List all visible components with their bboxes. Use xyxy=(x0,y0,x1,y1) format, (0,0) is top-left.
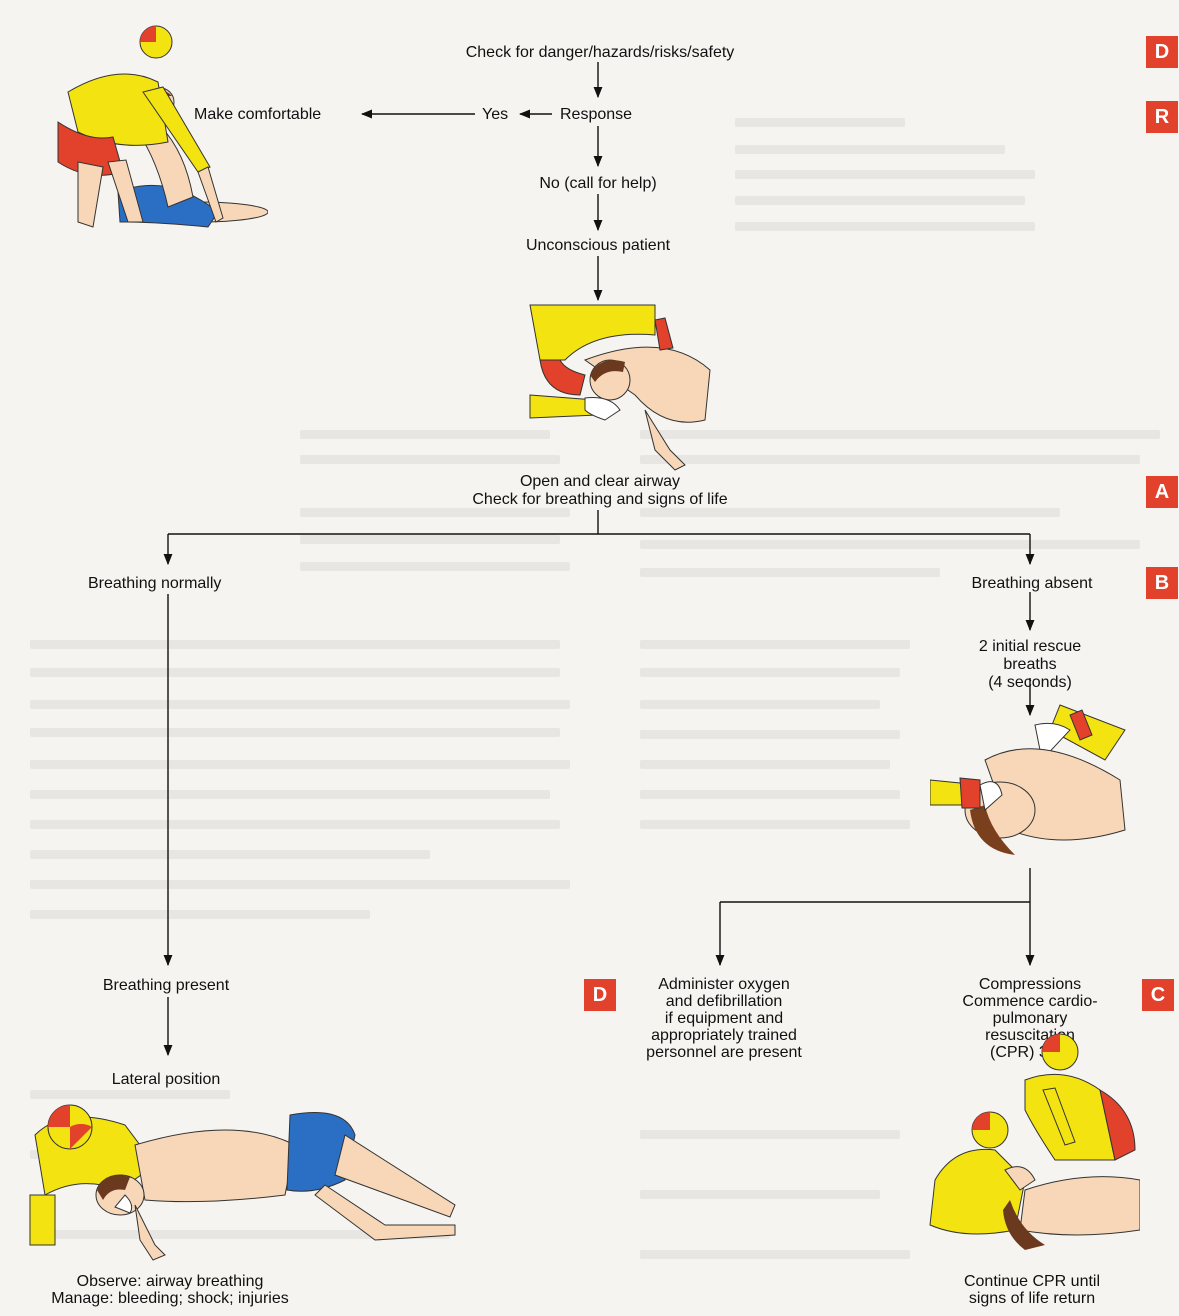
observe-manage-label: Observe: airway breathing Manage: bleedi… xyxy=(51,1273,289,1307)
cpr-illustration xyxy=(929,1033,1140,1250)
badge-r-response: R xyxy=(1146,101,1178,133)
unconscious-patient-label: Unconscious patient xyxy=(525,237,671,254)
badge-d-defibrillation: D xyxy=(584,979,616,1011)
breathing-present-label: Breathing present xyxy=(102,977,230,994)
rescue-breaths-label: 2 initial rescue breaths (4 seconds) xyxy=(978,638,1082,691)
oxygen-defibrillation-label: Administer oxygen and defibrillation if … xyxy=(646,976,802,1061)
response-label: Response xyxy=(560,106,633,123)
badge-a-airway: A xyxy=(1146,476,1178,508)
breathing-normally-label: Breathing normally xyxy=(88,575,222,592)
lateral-position-label: Lateral position xyxy=(111,1071,221,1088)
badge-d-danger: D xyxy=(1146,36,1178,68)
continue-cpr-label: Continue CPR until signs of life return xyxy=(963,1273,1101,1307)
open-airway-illustration xyxy=(529,304,711,471)
no-call-for-help-label: No (call for help) xyxy=(539,175,657,192)
yes-label: Yes xyxy=(482,106,509,123)
compressions-label: Compressions Commence cardio- pulmonary … xyxy=(962,976,1098,1061)
response-check-illustration xyxy=(57,25,268,228)
badge-c-compressions: C xyxy=(1142,979,1174,1011)
rescue-breath-illustration xyxy=(930,704,1126,855)
badge-b-breathing: B xyxy=(1146,567,1178,599)
breathing-absent-label: Breathing absent xyxy=(971,575,1093,592)
make-comfortable-label: Make comfortable xyxy=(194,106,322,123)
danger-check-label: Check for danger/hazards/risks/safety xyxy=(465,44,735,61)
lateral-position-illustration xyxy=(29,1104,456,1261)
airway-label: Open and clear airway Check for breathin… xyxy=(472,473,728,508)
